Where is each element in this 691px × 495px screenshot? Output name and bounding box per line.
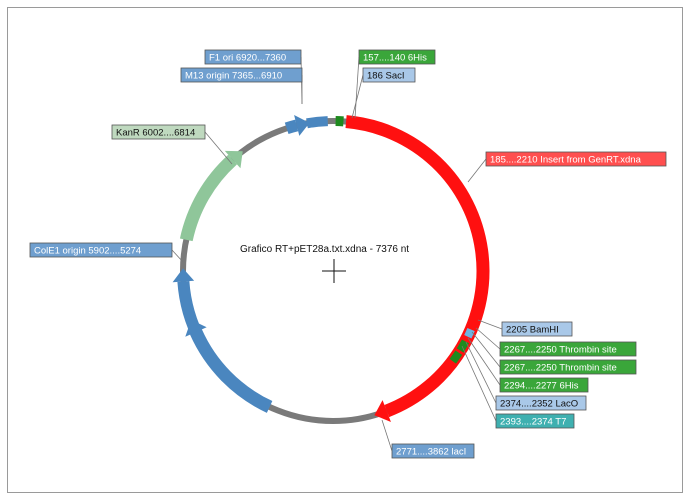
feature-label-cole1[interactable]: ColE1 origin 5902....5274 (29, 242, 173, 258)
leader-line-lacl (381, 419, 393, 452)
feature-label-text: 2267....2250 Thrombin site (504, 363, 617, 374)
feature-label-box (499, 359, 637, 375)
feature-label-text: 2393....2374 T7 (500, 417, 566, 428)
feature-label-box (495, 395, 587, 411)
cole1-arc-arrowhead-icon (172, 268, 195, 283)
feature-label-box (499, 377, 589, 393)
insert-arc-arrowhead-icon (374, 400, 391, 422)
kanr-arc-arrowhead-icon (224, 150, 243, 169)
feature-label-bamhi[interactable]: 2205 BamHI (501, 321, 573, 337)
leader-line-laco (465, 341, 497, 404)
feature-label-his1[interactable]: 157....140 6His (358, 49, 436, 65)
kanr-arc (179, 154, 238, 242)
feature-label-text: 2771....3862 lacI (396, 447, 466, 458)
feature-label-text: F1 ori 6920...7360 (209, 53, 286, 64)
feature-label-text: ColE1 origin 5902....5274 (34, 246, 141, 257)
feature-label-text: 2267....2250 Thrombin site (504, 345, 617, 356)
feature-label-his2[interactable]: 2294....2277 6His (499, 377, 589, 393)
insert-arc (345, 115, 490, 418)
feature-label-lacl[interactable]: 2771....3862 lacI (391, 443, 475, 459)
lacl-arc (190, 329, 273, 413)
feature-label-text: M13 origin 7365...6910 (185, 71, 282, 82)
feature-label-thr1[interactable]: 2267....2250 Thrombin site (499, 341, 637, 357)
feature-label-sacl[interactable]: 186 SacI (362, 67, 416, 83)
feature-label-box (485, 151, 667, 167)
feature-label-text: 2294....2277 6His (504, 381, 579, 392)
m13-arc (284, 119, 299, 135)
feature-label-box (180, 67, 303, 83)
feature-label-box (358, 49, 436, 65)
feature-label-insert[interactable]: 185....2210 Insert from GenRT.xdna (485, 151, 667, 167)
leader-line-kanr (204, 131, 233, 165)
feature-label-kanr[interactable]: KanR 6002....6814 (111, 124, 206, 140)
leader-line-t7 (461, 345, 497, 422)
feature-label-text: 2374....2352 LacO (500, 399, 578, 410)
center-crosshair-icon (322, 259, 346, 283)
feature-label-box (391, 443, 475, 459)
feature-label-box (362, 67, 416, 83)
feature-label-text: KanR 6002....6814 (116, 128, 195, 139)
leader-line-thr2 (471, 331, 501, 368)
laco-mark (464, 328, 475, 339)
leader-line-his2 (467, 337, 501, 386)
f1ori-arc (306, 116, 329, 129)
feature-label-box (29, 242, 173, 258)
feature-label-text: 157....140 6His (363, 53, 427, 64)
leader-line-sacl (351, 74, 364, 119)
feature-label-text: 185....2210 Insert from GenRT.xdna (490, 155, 642, 166)
leader-line-his1 (354, 56, 360, 119)
feature-label-box (495, 413, 575, 429)
feature-label-text: 186 SacI (367, 71, 405, 82)
feature-label-t7[interactable]: 2393....2374 T7 (495, 413, 575, 429)
m13-arc-arrowhead-icon (294, 114, 310, 136)
feature-label-box (204, 49, 302, 65)
feature-label-box (499, 341, 637, 357)
leader-line-cole1 (171, 249, 184, 263)
leader-line-thr1 (475, 327, 501, 350)
bamhi-mark (449, 350, 463, 364)
feature-label-f1ori[interactable]: F1 ori 6920...7360 (204, 49, 302, 65)
map-title: Grafico RT+pET28a.txt.xdna - 7376 nt (240, 244, 409, 255)
feature-label-laco[interactable]: 2374....2352 LacO (495, 395, 587, 411)
thr-mark (456, 339, 469, 353)
lacl-arc-arrowhead-icon (185, 319, 207, 337)
feature-label-box (111, 124, 206, 140)
feature-label-m13[interactable]: M13 origin 7365...6910 (180, 67, 303, 83)
leader-line-bamhi (477, 319, 503, 330)
feature-label-thr2[interactable]: 2267....2250 Thrombin site (499, 359, 637, 375)
feature-label-box (501, 321, 573, 337)
feature-label-text: 2205 BamHI (506, 325, 559, 336)
leader-line-insert (467, 158, 487, 183)
